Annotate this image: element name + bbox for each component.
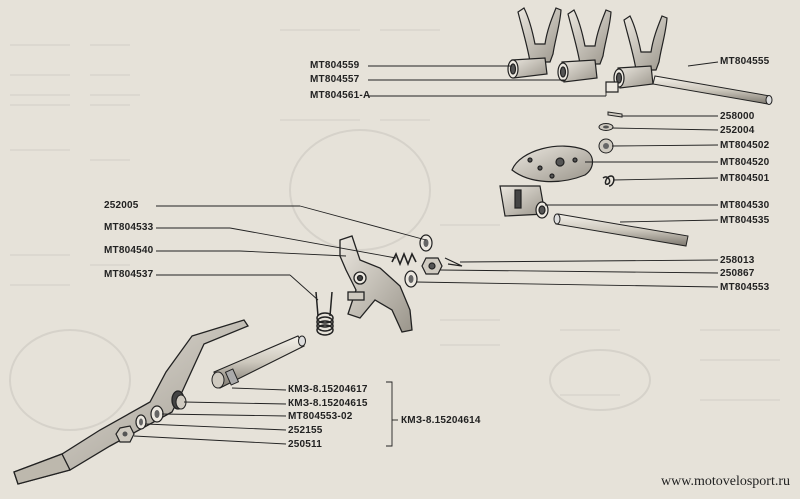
background-ghost-shapes [9,129,651,431]
label-mt804535: МТ804535 [720,215,770,226]
pin-258000 [607,111,623,118]
label-mt804559: МТ804559 [310,60,360,71]
pin-258013 [444,257,463,267]
spring-mt804533 [391,251,417,267]
washer-252155 [135,414,147,430]
background-ghost-text [10,29,780,401]
label-km3-614: КМЗ-8.15204614 [401,415,481,426]
kickstart-lever-km3-614 [13,319,249,485]
label-250867: 250867 [720,268,755,279]
leader-lines [133,61,719,447]
label-258013: 258013 [720,255,755,266]
label-mt804520: МТ804520 [720,157,770,168]
label-252155: 252155 [288,425,323,436]
label-mt804553: МТ804553 [720,282,770,293]
selector-drum-mt804530 [499,185,549,219]
roller-mt804502 [598,138,614,154]
label-252005: 252005 [104,200,139,211]
spring-mt804537 [315,291,334,336]
shift-fork-mt804557 [557,9,612,83]
label-mt804501: МТ804501 [720,173,770,184]
shift-fork-mt804559 [507,7,562,79]
fork-shaft-mt804555 [652,75,773,105]
kickstart-shaft-km3-617 [211,335,306,389]
selector-plate-mt804520 [511,145,594,183]
washer-252004 [598,123,614,131]
label-mt804555: МТ804555 [720,56,770,67]
label-mt804530: МТ804530 [720,200,770,211]
nut-250867 [421,257,443,275]
nut-250511 [115,425,135,443]
washer-252005 [419,234,433,252]
label-km3-617: КМЗ-8.15204617 [288,384,368,395]
site-watermark: www.motovelosport.ru [661,474,790,489]
lever-mt804540 [339,235,413,333]
label-mt804502: МТ804502 [720,140,770,151]
label-250511: 250511 [288,439,323,450]
label-258000: 258000 [720,111,755,122]
label-252004: 252004 [720,125,755,136]
shaft-mt804535 [553,213,689,247]
spring-mt804501 [602,175,615,187]
label-mt804540: МТ804540 [104,245,154,256]
label-mt804537: МТ804537 [104,269,154,280]
label-mt804533: МТ804533 [104,222,154,233]
label-mt804561a: МТ804561-А [310,90,371,101]
washer-mt804553 [404,270,418,288]
label-mt804557: МТ804557 [310,74,360,85]
shift-fork-mt804561a [605,15,668,93]
washer-mt804553-02 [150,405,164,423]
label-mt804553-02: МТ804553-02 [288,411,353,422]
label-km3-615: КМЗ-8.15204615 [288,398,368,409]
